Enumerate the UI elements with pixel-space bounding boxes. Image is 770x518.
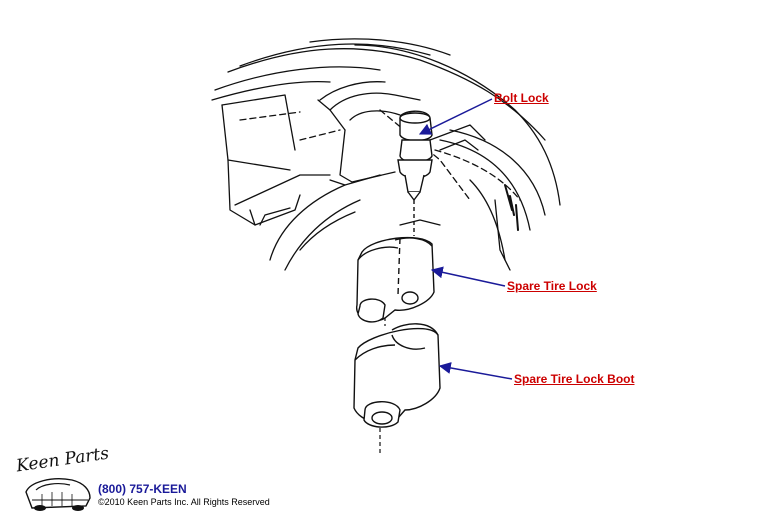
spare-tire-lock-part [356, 236, 435, 323]
spare-tire-lock-arrow [430, 266, 506, 287]
spare-tire-lock-boot-arrow [438, 362, 513, 380]
bolt-lock-link[interactable]: Bolt Lock [494, 91, 549, 105]
spare-tire-lock-boot-link[interactable]: Spare Tire Lock Boot [514, 372, 635, 386]
spare-tire-lock-link[interactable]: Spare Tire Lock [507, 279, 597, 293]
bolt-lock-arrow [418, 98, 493, 135]
copyright-text: ©2010 Keen Parts Inc. All Rights Reserve… [98, 497, 270, 507]
keen-parts-logo [25, 478, 91, 511]
spare-tire-lock-boot-part [353, 323, 441, 428]
bolt-lock-part [397, 110, 433, 236]
underbody-lineart [211, 38, 561, 271]
phone-number: (800) 757-KEEN [98, 482, 187, 496]
